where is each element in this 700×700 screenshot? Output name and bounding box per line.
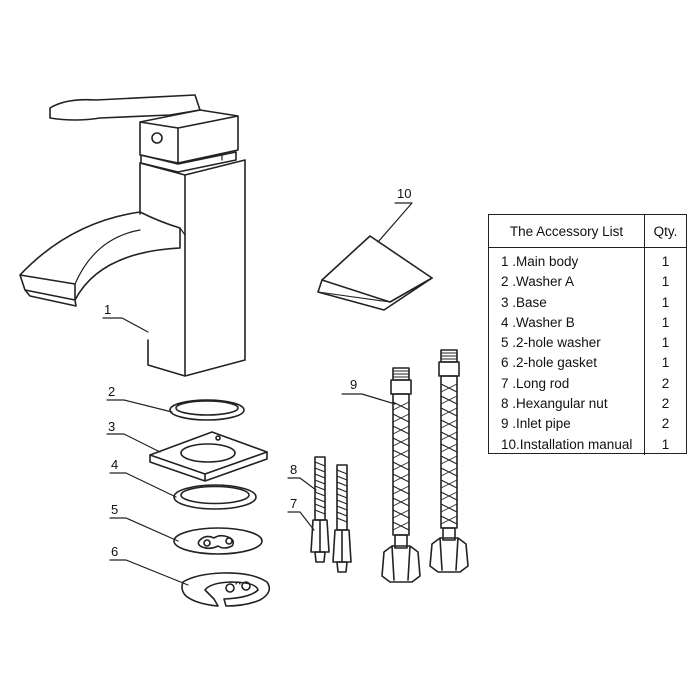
two-hole-washer	[173, 527, 263, 555]
table-row-qty: 1	[661, 274, 670, 290]
callout-9: 9	[350, 377, 357, 392]
table-row-name: 9 .Inlet pipe	[501, 416, 571, 432]
table-row-qty: 2	[661, 396, 670, 412]
callout-8: 8	[290, 462, 297, 477]
table-row-qty: 1	[661, 436, 670, 452]
table-header-name: The Accessory List	[489, 215, 645, 248]
table-row-name: 7 .Long rod	[501, 375, 570, 391]
table-row-name: 2 .Washer A	[501, 274, 575, 290]
callout-7: 7	[290, 496, 297, 511]
inlet-pipe-left	[381, 367, 421, 583]
two-hole-gasket	[181, 572, 271, 607]
table-row-qty: 1	[661, 314, 670, 330]
handle-lever	[49, 94, 201, 121]
table-row-qty: 1	[661, 355, 670, 371]
base-plate	[149, 431, 268, 482]
body-column	[139, 159, 246, 377]
installation-manual	[317, 235, 433, 311]
callout-labels: 10 1 2 3 4 5 6 8 7 9	[104, 186, 411, 559]
table-row-qty: 2	[661, 416, 670, 432]
callout-4: 4	[111, 457, 118, 472]
hex-nuts	[310, 519, 352, 573]
callout-10: 10	[397, 186, 411, 201]
accessory-list-table: The Accessory List Qty. 1 .Main body 2 .…	[488, 214, 687, 455]
callout-5: 5	[111, 502, 118, 517]
table-row-name: 6 .2-hole gasket	[501, 355, 598, 371]
callout-3: 3	[108, 419, 115, 434]
table-row-name: 3 .Base	[501, 294, 547, 310]
table-header-qty: Qty.	[645, 215, 686, 248]
callout-6: 6	[111, 544, 118, 559]
table-names-column: 1 .Main body 2 .Washer A 3 .Base 4 .Wash…	[489, 248, 645, 455]
callout-1: 1	[104, 302, 111, 317]
table-row-name: 1 .Main body	[501, 254, 579, 269]
table-row-name: 5 .2-hole washer	[501, 335, 601, 351]
inlet-pipe-right	[429, 349, 469, 573]
table-row-name: 4 .Washer B	[501, 314, 575, 330]
handle-block	[139, 109, 239, 164]
table-row-name: 8 .Hexangular nut	[501, 396, 608, 412]
table-row-qty: 1	[661, 294, 670, 310]
long-rods	[314, 456, 348, 531]
washer-b	[173, 484, 257, 510]
table-row-qty: 1	[661, 254, 670, 269]
handle-screw-hole	[151, 132, 163, 144]
callout-2: 2	[108, 384, 115, 399]
main-body	[19, 94, 246, 377]
table-row-qty: 1	[661, 335, 670, 351]
table-row-qty: 2	[661, 375, 670, 391]
table-row-name: 10.Installation manual	[501, 436, 633, 452]
leader-lines	[102, 202, 413, 586]
washer-a	[169, 399, 245, 421]
spout	[19, 211, 181, 307]
table-qty-column: 1 1 1 1 1 1 2 2 2 1	[645, 248, 686, 455]
